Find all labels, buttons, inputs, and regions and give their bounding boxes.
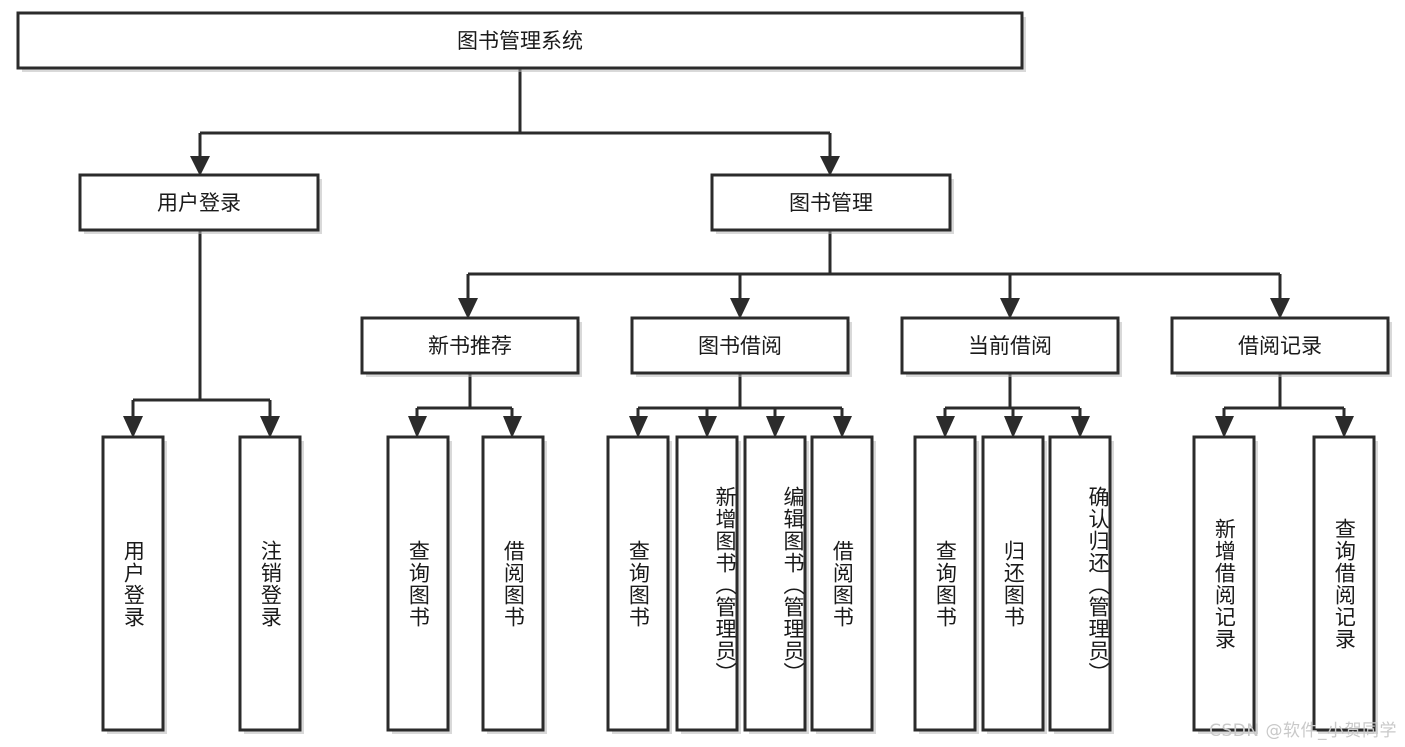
arrowhead-bookborrow-l3 [766,416,785,438]
node-new-book-recommend[interactable]: 新书推荐 [360,316,582,377]
leaf-label: 借阅图书 [501,539,526,628]
arrowhead-current-borrow [1000,298,1020,319]
leaf-text-wrap: 查询图书 [933,539,958,628]
leaf-current-borrow-1[interactable]: 查询图书 [913,435,979,734]
leaf-box [606,435,670,732]
arrowhead-userlogin-l2 [260,416,280,438]
leaf-label: 注销登录 [258,539,283,628]
arrowhead-book-borrow [730,298,750,319]
node-current-borrow[interactable]: 当前借阅 [900,316,1122,377]
leaf-text-wrap: 借阅图书 [501,539,526,628]
user-login-label: 用户登录 [157,191,241,215]
arrowhead-newbook-l2 [503,416,522,438]
current-borrow-label: 当前借阅 [968,334,1052,358]
borrow-record-box [1170,316,1390,375]
leaf-box [675,435,739,732]
leaf-label: 借阅图书 [830,539,855,628]
leaf-box [913,435,977,732]
arrowhead-currentborrow-l3 [1071,416,1090,438]
current-borrow-box [900,316,1120,375]
leaf-box [1192,435,1256,732]
leaf-borrow-record-1[interactable]: 新增借阅记录 [1192,435,1258,734]
arrowhead-userlogin-l1 [123,416,143,438]
book-borrow-label: 图书借阅 [698,334,782,358]
new-book-box [360,316,580,375]
leaf-box [981,435,1045,732]
leaf-current-borrow-3[interactable]: 确认归还（管理员） [1048,435,1114,734]
leaf-text-wrap: 查询图书 [626,539,651,628]
root-label: 图书管理系统 [457,29,583,53]
leaf-text-wrap: 借阅图书 [830,539,855,628]
leaf-text-wrap: 新增借阅记录 [1212,517,1237,650]
leaf-borrow-record-2[interactable]: 查询借阅记录 [1312,435,1378,734]
leaf-label: 用户登录 [121,539,146,628]
leaf-box [238,435,302,732]
book-borrow-box [630,316,850,375]
leaf-box [810,435,874,732]
leaf-text-wrap: 编辑图书（管理员） [781,485,805,684]
leaf-text-wrap: 注销登录 [258,539,283,628]
node-book-manage[interactable]: 图书管理 [710,173,954,234]
arrowhead-borrowrecord-l1 [1215,416,1234,438]
leaf-label: 查询借阅记录 [1332,517,1357,650]
leaf-box [743,435,807,732]
leaf-label: 编辑图书（管理员） [781,485,805,684]
arrowhead-borrowrecord-l2 [1335,416,1354,438]
leaf-book-borrow-3[interactable]: 编辑图书（管理员） [743,435,809,734]
csdn-watermark: CSDN @软件_小贺同学 [1209,721,1397,741]
leaf-label: 确认归还（管理员） [1086,485,1110,684]
leaf-label: 查询图书 [933,539,958,628]
leaf-text-wrap: 归还图书 [1001,539,1026,628]
leaf-label: 新增借阅记录 [1212,517,1237,650]
leaf-new-book-1[interactable]: 查询图书 [386,435,452,734]
user-login-box [78,173,320,232]
arrowhead-currentborrow-l1 [936,416,955,438]
root-box [16,11,1024,70]
leaf-box [481,435,545,732]
leaf-book-borrow-1[interactable]: 查询图书 [606,435,672,734]
leaf-book-borrow-2[interactable]: 新增图书（管理员） [675,435,741,734]
leaf-label: 查询图书 [626,539,651,628]
edge-layer [123,68,1354,438]
leaf-box [386,435,450,732]
leaf-text-wrap: 确认归还（管理员） [1086,485,1110,684]
leaf-user-login-2[interactable]: 注销登录 [238,435,304,734]
leaf-box [1312,435,1376,732]
leaf-user-login-1[interactable]: 用户登录 [101,435,167,734]
leaf-book-borrow-4[interactable]: 借阅图书 [810,435,876,734]
arrowhead-book-manage [820,156,840,176]
arrowhead-newbook-l1 [408,416,427,438]
book-manage-box [710,173,952,232]
borrow-record-label: 借阅记录 [1238,334,1322,358]
leaf-box [101,435,165,732]
leaf-text-wrap: 查询借阅记录 [1332,517,1357,650]
arrowhead-bookborrow-l4 [833,416,852,438]
leaf-new-book-2[interactable]: 借阅图书 [481,435,547,734]
leaf-text-wrap: 查询图书 [406,539,431,628]
arrowhead-currentborrow-l2 [1004,416,1023,438]
arrowhead-bookborrow-l1 [629,416,648,438]
new-book-label: 新书推荐 [428,334,512,358]
node-book-borrow[interactable]: 图书借阅 [630,316,852,377]
leaf-text-wrap: 用户登录 [121,539,146,628]
node-borrow-record[interactable]: 借阅记录 [1170,316,1392,377]
leaf-label: 新增图书（管理员） [713,485,737,684]
arrowhead-new-book [458,298,478,319]
node-user-login[interactable]: 用户登录 [78,173,322,234]
leaf-label: 查询图书 [406,539,431,628]
arrowhead-borrow-record [1270,298,1290,319]
node-root[interactable]: 图书管理系统 [16,11,1026,72]
leaf-label: 归还图书 [1001,539,1026,628]
arrowhead-user-login [190,156,210,176]
leaf-box [1048,435,1112,732]
book-manage-label: 图书管理 [789,191,873,215]
leaf-text-wrap: 新增图书（管理员） [713,485,737,684]
arrowhead-bookborrow-l2 [698,416,717,438]
leaf-current-borrow-2[interactable]: 归还图书 [981,435,1047,734]
